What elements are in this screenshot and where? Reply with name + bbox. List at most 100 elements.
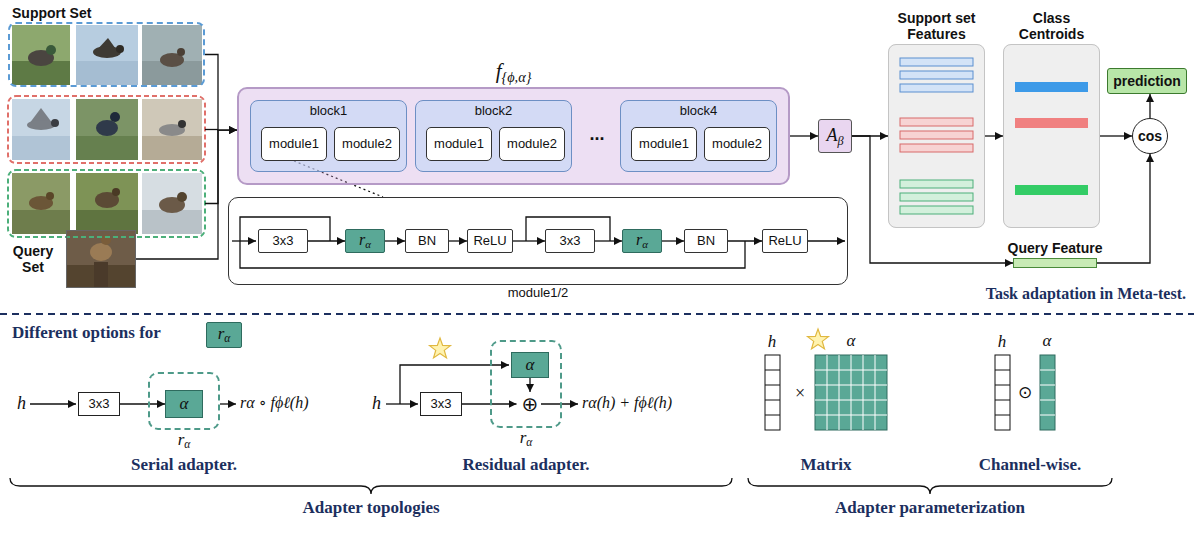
arrow-connector (1100, 135, 1132, 136)
section-heading: Different options for (12, 323, 161, 343)
node-heading: module1/2 (508, 286, 569, 301)
feature-bars (900, 58, 1088, 214)
feature-bar (900, 144, 973, 152)
feature-bar (900, 118, 973, 126)
photo-ground (12, 210, 70, 234)
bird-photo (66, 230, 136, 288)
photo-ground (142, 136, 202, 160)
output-wire (220, 403, 236, 404)
option-caption: Residual adapter. (463, 455, 590, 475)
operator-symbol: × (795, 383, 805, 404)
arrow-connector (1149, 94, 1150, 118)
node-label: ⊕ (522, 394, 539, 414)
node-label: rα (359, 231, 371, 251)
input-symbol: h (17, 393, 26, 414)
feature-bar (900, 193, 973, 201)
vector-cells (995, 370, 1010, 415)
input-wire (386, 403, 418, 404)
feature-bar (900, 131, 973, 139)
bird-photo (76, 25, 138, 85)
arrow-connector (595, 240, 622, 241)
node-label: rα (218, 324, 231, 346)
text-part: r (218, 324, 225, 343)
bird-head (46, 45, 56, 55)
arrow-connector (662, 240, 684, 241)
arrow-connector (385, 240, 405, 241)
module-box: module1 (261, 127, 327, 161)
adapter-group: rαα⊕ (490, 340, 562, 428)
class-group-box (8, 170, 205, 237)
formula: rα(h) + fϕℓ(h) (582, 394, 672, 412)
vector-column (765, 355, 780, 430)
node-label: 3x3 (560, 234, 581, 249)
node-label: block2 (416, 104, 571, 119)
text-subscript: α (526, 436, 532, 449)
block-box: block2module1module2 (415, 100, 572, 172)
input-wire (232, 240, 256, 241)
arrow-connector (120, 403, 165, 404)
operator-symbol: ⊙ (1018, 383, 1032, 403)
bird-photo (142, 25, 202, 85)
module-box: module2 (499, 127, 565, 161)
layer-box: 3x3 (545, 229, 595, 253)
vector-cells (765, 370, 780, 415)
node-label: block4 (621, 104, 776, 119)
merge-wire (205, 129, 218, 130)
arrow-connector (136, 130, 237, 259)
photo-bg (76, 173, 138, 234)
node-heading: Support Set (12, 5, 91, 21)
node-label: 3x3 (89, 397, 110, 412)
bird-head (51, 119, 59, 127)
photo-ground (142, 210, 202, 234)
section-title: Task adaptation in Meta-test. (986, 285, 1186, 303)
option-caption: Matrix (801, 455, 852, 475)
node-label: prediction (1113, 73, 1181, 89)
class-group-box (8, 96, 205, 163)
query-image: Query Set (66, 230, 136, 288)
arrow-connector (1097, 154, 1150, 263)
centroid-panel: Class Centroids (1003, 44, 1100, 228)
merge-wire (205, 130, 218, 204)
arrow-connector (449, 240, 467, 241)
node-heading: Support set Features (887, 10, 987, 42)
adapter-group: rαα (148, 372, 220, 430)
support-set-box: Support Set (8, 22, 205, 87)
bird-photo (142, 173, 202, 234)
centroid-bar (1015, 118, 1088, 128)
panel-fill (888, 44, 985, 228)
node-label: α (526, 355, 535, 375)
centroid-bar (1015, 82, 1088, 92)
formula: rα ∘ fϕℓ(h) (240, 394, 309, 412)
group-caption: Adapter topologies (302, 498, 439, 518)
bird-head (177, 192, 187, 202)
bird-head (46, 192, 54, 200)
vector-illustration (995, 355, 1010, 430)
photo-bg (12, 99, 70, 160)
arrow-connector (852, 136, 1013, 263)
node-label: BN (418, 234, 436, 249)
bird-body (27, 120, 55, 130)
query-feature-bar: Query Feature (1013, 258, 1097, 268)
text-part: r (359, 231, 365, 248)
module-box: module2 (704, 127, 770, 161)
cos-circle: cos (1132, 118, 1168, 154)
arrow-connector (790, 135, 818, 136)
node-label: α (180, 394, 189, 414)
text-part: r (636, 231, 642, 248)
node-label: block1 (251, 104, 406, 119)
node-label: module2 (342, 137, 392, 152)
channel-cells (1040, 370, 1055, 415)
arrow-connector (529, 378, 530, 392)
node-heading: f{ϕ,α} (496, 59, 532, 86)
text-subscript: α (184, 438, 190, 451)
module-box: module2 (334, 127, 400, 161)
text-subscript: β (837, 133, 843, 147)
channel-column (1040, 355, 1055, 430)
feature-panel: Support set Features (888, 44, 985, 228)
block-box: block4module1module2 (620, 100, 777, 172)
node-label: Aβ (826, 125, 843, 148)
photo-bg (76, 99, 138, 160)
node-label: rα (636, 231, 648, 251)
bird-photo (12, 25, 70, 85)
